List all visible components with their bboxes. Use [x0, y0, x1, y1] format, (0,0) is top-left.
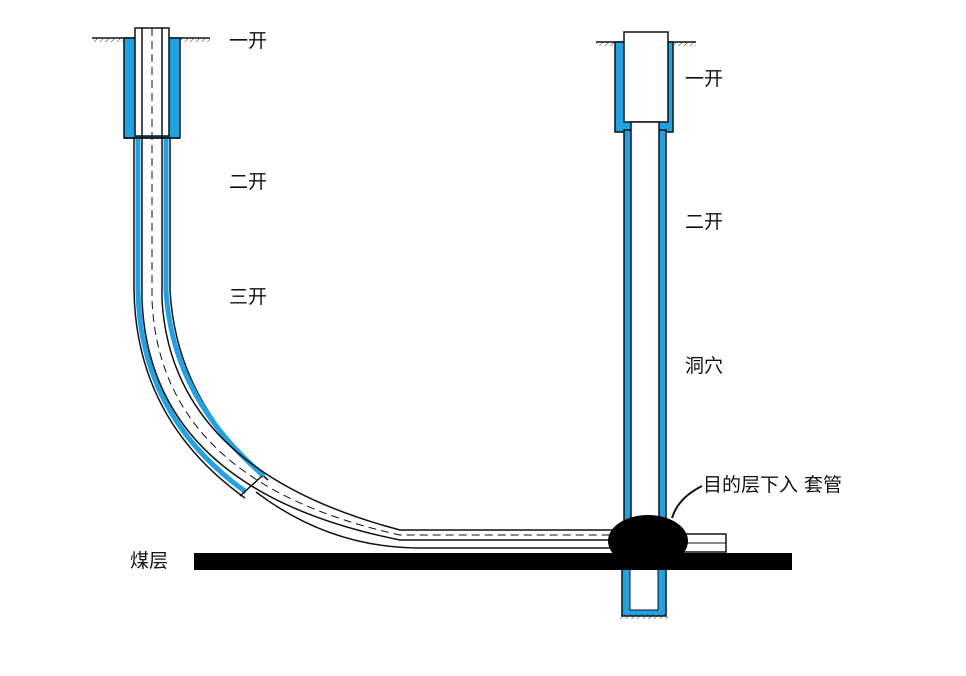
- casing-label: 目的层下入 套管: [703, 474, 843, 496]
- left-stage2-label: 二开: [229, 171, 268, 193]
- vertical-well: [608, 31, 727, 619]
- right-casing: [630, 121, 660, 543]
- left-casing-outer: [141, 28, 620, 541]
- left-stage3-label: 三开: [229, 286, 268, 308]
- casing-leader-line: [671, 485, 703, 519]
- left-cement-left: [135, 138, 248, 495]
- horizontal-well: [123, 27, 620, 549]
- left-casing-center: [151, 28, 620, 536]
- left-stage1-label: 一开: [229, 30, 268, 52]
- left-borehole-outer: [133, 138, 246, 499]
- coal-seam: [194, 553, 792, 570]
- right-sump-inner: [629, 567, 659, 611]
- right-stage2-label: 二开: [685, 211, 724, 233]
- cavity-label: 洞穴: [685, 355, 724, 377]
- left-casing-inner: [161, 28, 620, 531]
- coal-seam-label: 煤层: [130, 550, 169, 572]
- right-conductor: [623, 31, 669, 123]
- left-lateral-lower: [255, 491, 620, 549]
- right-stage1-label: 一开: [685, 68, 724, 90]
